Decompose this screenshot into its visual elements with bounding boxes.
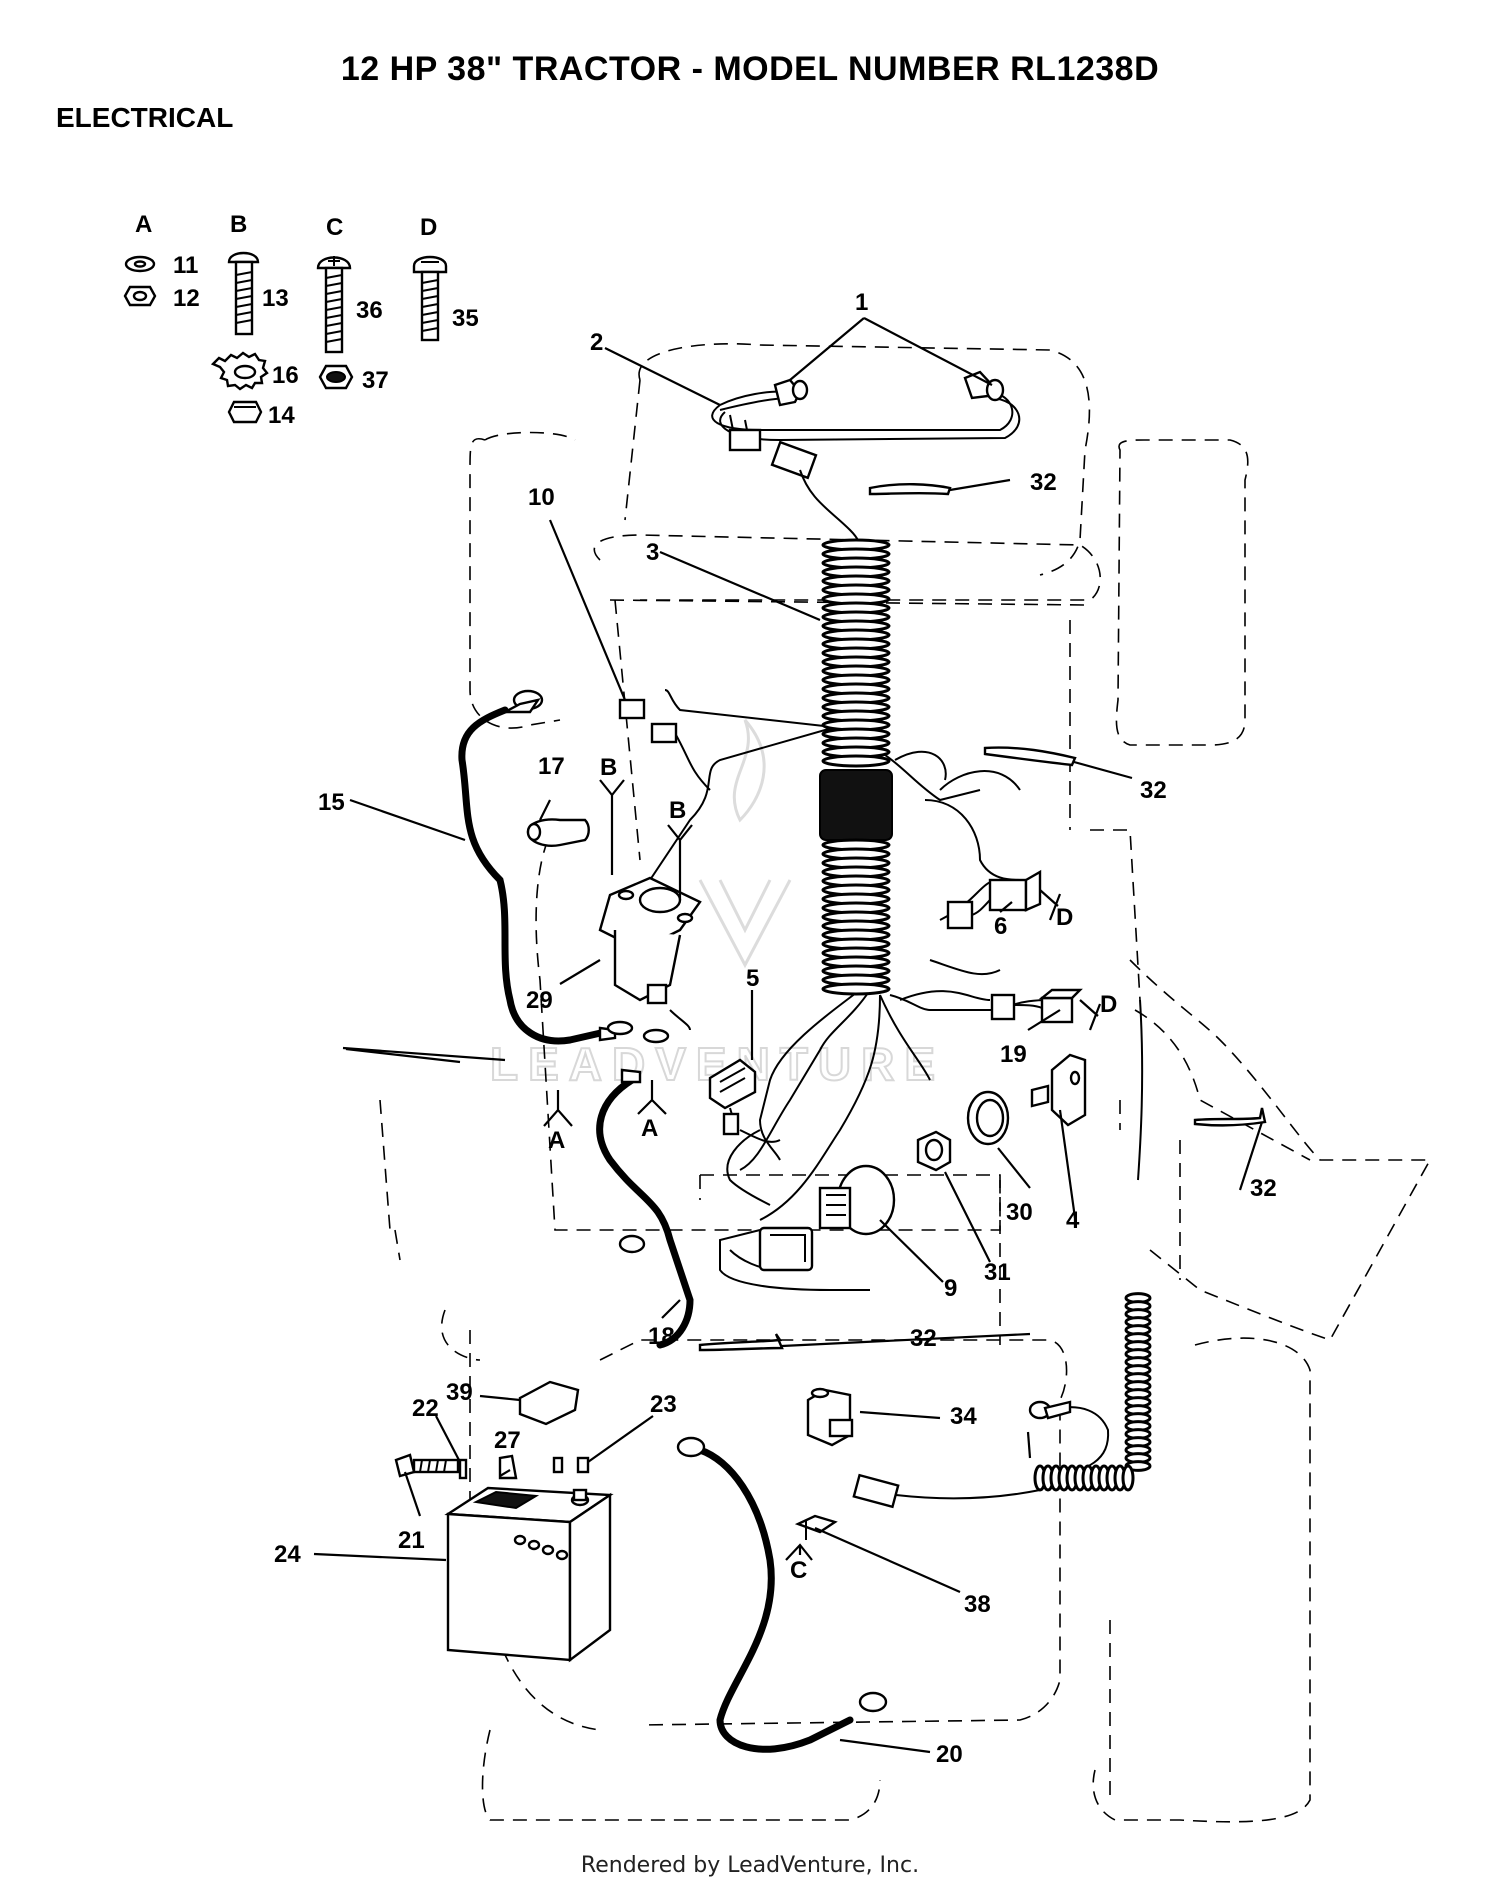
callout-labels: 1 2 32 10 3 32 17 15 B B 29 5 D 6 D 19 A… xyxy=(274,289,1277,1768)
callout-31: 31 xyxy=(984,1259,1011,1286)
cable-18 xyxy=(596,1076,694,1349)
screw-35 xyxy=(412,255,448,342)
carriage-bolt-13 xyxy=(227,251,260,336)
callout-3: 3 xyxy=(646,539,659,566)
loom-upper-coil xyxy=(821,538,891,768)
svg-text:13: 13 xyxy=(262,285,289,312)
section-heading: ELECTRICAL xyxy=(56,102,234,133)
callout-21: 21 xyxy=(398,1527,425,1554)
callout-22: 22 xyxy=(412,1395,439,1422)
nut-30 xyxy=(966,1090,1010,1146)
group-markers xyxy=(543,779,1102,1561)
callout-29: 29 xyxy=(526,987,553,1014)
washer-11 xyxy=(124,255,156,273)
svg-text:14: 14 xyxy=(268,402,295,429)
callout-18: 18 xyxy=(648,1323,675,1350)
coil-cord-horizontal xyxy=(1033,1464,1135,1492)
svg-text:11: 11 xyxy=(173,252,198,279)
nut-22 xyxy=(458,1458,468,1480)
truss-screw-36 xyxy=(316,256,352,354)
locknut-37 xyxy=(318,364,354,390)
cable-20 xyxy=(696,1446,854,1753)
callout-38: 38 xyxy=(964,1591,991,1618)
loom-upper-coil-ring xyxy=(821,754,891,768)
terminal-27 xyxy=(498,1454,564,1480)
switch-19 xyxy=(990,988,1083,1024)
callout-9: 9 xyxy=(944,1275,957,1302)
callout-39: 39 xyxy=(446,1379,473,1406)
nut-31 xyxy=(916,1130,952,1172)
bracket-38 xyxy=(794,1514,838,1540)
footer-credit: Rendered by LeadVenture, Inc. xyxy=(580,1853,920,1878)
star-washer-16 xyxy=(210,351,269,391)
callout-27: 27 xyxy=(494,1427,521,1454)
coil-cord-vertical xyxy=(1124,1292,1152,1472)
group-label-d: D xyxy=(420,214,437,241)
nut-23 xyxy=(576,1456,590,1474)
callout-23: 23 xyxy=(650,1391,677,1418)
callout-19: 19 xyxy=(1000,1041,1027,1068)
loom-lower-coil xyxy=(821,838,891,996)
svg-text:35: 35 xyxy=(452,305,479,332)
group-label-c: C xyxy=(326,214,343,241)
bolt-21 xyxy=(394,1453,460,1478)
connector-10 xyxy=(618,698,711,791)
callout-20: 20 xyxy=(936,1741,963,1768)
tie-straps-32 xyxy=(698,483,1267,1352)
callout-1: 1 xyxy=(855,289,868,316)
callout-10: 10 xyxy=(528,484,555,511)
callout-32c: 32 xyxy=(1250,1175,1277,1202)
callout-5: 5 xyxy=(746,965,759,992)
ref-a-2: A xyxy=(641,1115,658,1142)
callout-32b: 32 xyxy=(1140,777,1167,804)
ref-c: C xyxy=(790,1557,807,1584)
hex-nut-12 xyxy=(123,285,157,307)
switch-4 xyxy=(1030,1053,1087,1127)
diagram-title: 12 HP 38" TRACTOR - MODEL NUMBER RL1238D xyxy=(340,50,1160,88)
leader-lines xyxy=(313,317,1264,1754)
callout-24: 24 xyxy=(274,1541,301,1568)
callout-32a: 32 xyxy=(1030,469,1057,496)
battery-24 xyxy=(444,1486,614,1663)
ref-b-1: B xyxy=(600,754,617,781)
cable-15 xyxy=(458,706,609,1045)
pad-39 xyxy=(518,1380,580,1426)
nut-14 xyxy=(227,400,263,424)
loom-lower-coil-ring xyxy=(821,982,891,996)
callout-6: 6 xyxy=(994,913,1007,940)
starter-solenoid xyxy=(598,876,702,1044)
svg-text:16: 16 xyxy=(272,362,299,389)
callout-2: 2 xyxy=(590,329,603,356)
hardware-key: A B C D 11 12 13 16 14 xyxy=(123,211,479,429)
callout-4: 4 xyxy=(1066,1207,1080,1234)
switch-5 xyxy=(708,1058,781,1143)
headlight-harness xyxy=(711,370,1021,551)
coiled-cord xyxy=(1137,999,1144,1181)
main-wire-harness-loom xyxy=(644,689,1051,1291)
group-label-b: B xyxy=(230,211,247,238)
cables xyxy=(458,689,888,1753)
callout-17: 17 xyxy=(538,753,565,780)
watermark-logo xyxy=(698,719,792,969)
ignition-switch-9 xyxy=(758,1164,896,1272)
callout-30: 30 xyxy=(1006,1199,1033,1226)
group-label-a: A xyxy=(135,211,152,238)
svg-text:36: 36 xyxy=(356,297,383,324)
callout-34: 34 xyxy=(950,1403,977,1430)
svg-text:12: 12 xyxy=(173,285,200,312)
ref-a-1: A xyxy=(548,1127,565,1154)
relay-34 xyxy=(806,1387,1110,1509)
svg-text:37: 37 xyxy=(362,367,389,394)
ref-d-1: D xyxy=(1056,904,1073,931)
part-17 xyxy=(526,818,590,847)
callout-15: 15 xyxy=(318,789,345,816)
coil-cord-ring xyxy=(1121,1464,1135,1492)
ref-b-2: B xyxy=(669,797,686,824)
ref-d-2: D xyxy=(1100,991,1117,1018)
callout-32d: 32 xyxy=(910,1325,937,1352)
